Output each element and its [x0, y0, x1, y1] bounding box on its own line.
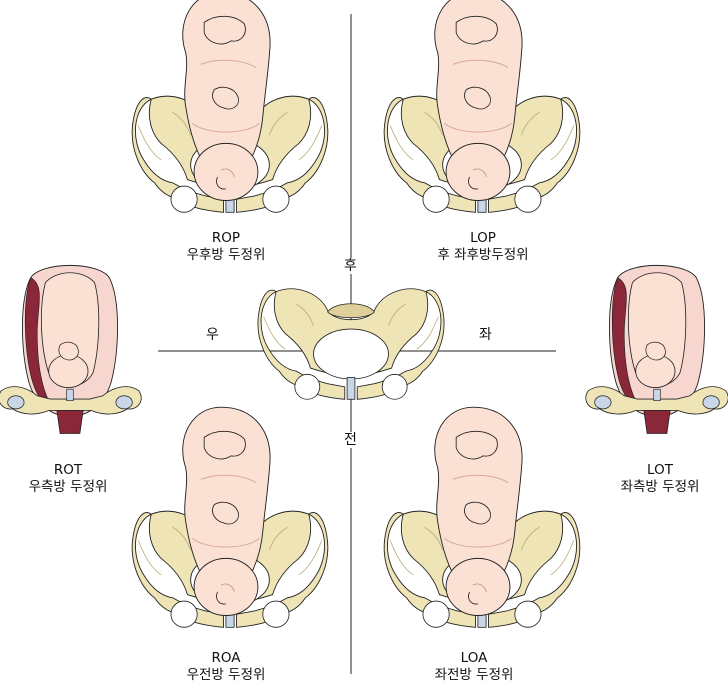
figure-lot — [585, 264, 728, 434]
label-loa-code: LOA — [460, 650, 488, 666]
direction-posterior: 후 — [342, 258, 359, 274]
figure-roa — [131, 406, 329, 628]
label-lot: LOT 좌측방 두정위 — [600, 462, 720, 496]
direction-right: 우 — [204, 327, 221, 343]
label-rot: ROT 우측방 두정위 — [8, 462, 128, 496]
label-lop-name: 후 좌후방두정위 — [437, 247, 529, 263]
label-roa: ROA 우전방 두정위 — [166, 650, 286, 684]
label-roa-name: 우전방 두정위 — [186, 667, 266, 683]
figure-loa — [383, 406, 581, 628]
label-loa: LOA 좌전방 두정위 — [414, 650, 534, 684]
figure-rot — [0, 264, 142, 434]
label-lop-code: LOP — [470, 230, 496, 246]
label-lop: LOP 후 좌후방두정위 — [408, 230, 558, 264]
label-lot-code: LOT — [647, 462, 673, 478]
label-rop-code: ROP — [211, 230, 241, 246]
direction-left: 좌 — [477, 327, 494, 343]
figure-lop — [383, 0, 581, 213]
figure-rop — [131, 0, 329, 213]
label-rot-name: 우측방 두정위 — [28, 479, 108, 495]
direction-anterior: 전 — [342, 432, 359, 448]
label-roa-code: ROA — [211, 650, 241, 666]
label-rop-name: 우후방 두정위 — [186, 247, 266, 263]
label-rot-code: ROT — [53, 462, 83, 478]
center-pelvis — [257, 288, 445, 400]
label-rop: ROP 우후방 두정위 — [166, 230, 286, 264]
label-lot-name: 좌측방 두정위 — [620, 479, 700, 495]
label-loa-name: 좌전방 두정위 — [434, 667, 514, 683]
